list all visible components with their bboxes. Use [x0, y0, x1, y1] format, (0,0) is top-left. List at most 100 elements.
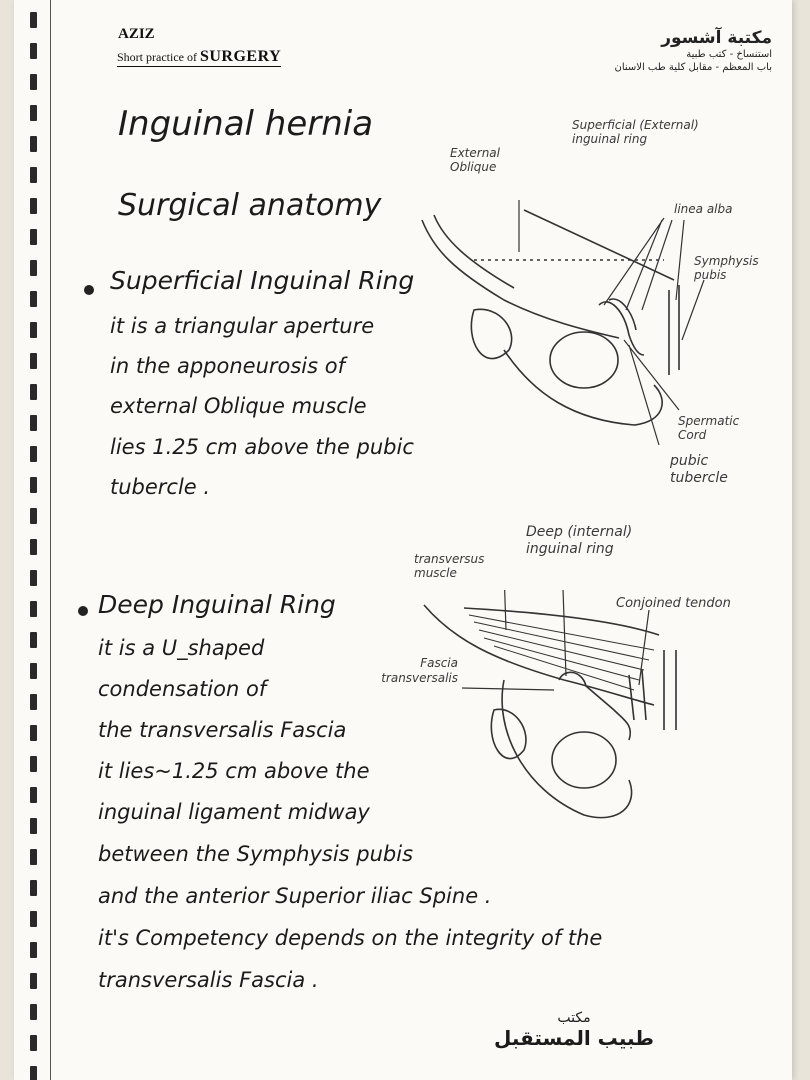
label-spermatic-cord: Spermatic Cord: [678, 414, 739, 442]
inguinal-ligament-outline: [421, 219, 620, 339]
ilium-outline: [470, 308, 513, 360]
binding-hole: [30, 601, 37, 617]
label-text: Spermatic: [678, 414, 740, 428]
binding-hole: [30, 105, 37, 121]
section2-line: inguinal ligament midway: [98, 800, 370, 824]
binding-hole: [30, 415, 37, 431]
binding-hole: [30, 322, 37, 338]
binding-hole: [30, 849, 37, 865]
section1-line: lies 1.25 cm above the pubic: [110, 435, 414, 459]
transversus-fibres: [468, 614, 655, 691]
pelvis-outline: [501, 679, 633, 819]
label-text: Fascia: [420, 656, 458, 670]
binding-hole: [30, 539, 37, 555]
leader-line-fascia: [461, 687, 555, 691]
book-title-prefix: Short practice of: [117, 50, 197, 64]
label-text: transversalis: [381, 671, 458, 685]
binding-hole: [30, 167, 37, 183]
label-text: Superficial (External): [572, 118, 699, 132]
label-text: transversus: [414, 552, 485, 566]
conjoined-tendon-lines: [628, 669, 647, 721]
binding-hole: [30, 942, 37, 958]
binding-hole: [30, 756, 37, 772]
notebook-page: AZIZ Short practice of SURGERY مكتبة آشس…: [14, 0, 792, 1080]
binding-hole: [30, 198, 37, 214]
bookshop-stamp: مكتبة آشسور استنساخ - كتب طبية باب المعظ…: [614, 28, 772, 74]
obturator-foramen: [549, 331, 619, 389]
label-text: tubercle: [670, 470, 728, 486]
binding-hole: [30, 1035, 37, 1051]
binding-hole: [30, 43, 37, 59]
label-text: inguinal ring: [526, 541, 614, 557]
binding-hole: [30, 818, 37, 834]
leader-lines: [603, 217, 673, 311]
label-fascia-transversalis: Fascia transversalis: [348, 656, 458, 686]
binding-hole: [30, 570, 37, 586]
binding-hole: [30, 911, 37, 927]
label-symphysis-pubis: Symphysis pubis: [694, 254, 759, 282]
section1-line: tubercle .: [110, 475, 211, 499]
binding-hole: [30, 353, 37, 369]
label-external-oblique: External Oblique: [450, 146, 500, 174]
page-subtitle: Surgical anatomy: [118, 188, 382, 223]
oblique-edge: [433, 214, 515, 289]
section2-line: it's Competency depends on the integrity…: [98, 926, 603, 950]
bullet-dot: [84, 285, 94, 295]
leader-lines-2: [675, 219, 705, 341]
binding-hole: [30, 694, 37, 710]
aponeurosis-fibre: [523, 209, 675, 281]
spiral-binding: [14, 0, 54, 1080]
label-text: pubic: [670, 453, 709, 469]
rectus-lines: [663, 650, 677, 730]
deep-ring-diagram: [423, 590, 677, 819]
label-deep-ring: Deep (internal) inguinal ring: [526, 524, 632, 558]
stamp-line-2: استنساخ - كتب طبية: [686, 49, 772, 61]
binding-hole: [30, 725, 37, 741]
leader-lines: [504, 590, 650, 686]
page-title: Inguinal hernia: [118, 104, 374, 144]
signature-line-1: مكتب: [557, 1010, 591, 1026]
section2-line: it lies~1.25 cm above the: [98, 759, 370, 783]
label-superficial-ring: Superficial (External) inguinal ring: [572, 118, 699, 146]
section1-line: external Oblique muscle: [110, 394, 367, 418]
binding-hole: [30, 508, 37, 524]
label-text: Deep (internal): [526, 524, 633, 540]
linea-alba-lines: [668, 285, 680, 375]
bullet-dot: [78, 606, 88, 616]
binding-hole: [30, 291, 37, 307]
binding-hole: [30, 229, 37, 245]
ilium-outline: [490, 708, 527, 760]
binding-hole: [30, 446, 37, 462]
obturator-foramen: [551, 731, 617, 789]
label-text: Symphysis: [694, 254, 759, 268]
section2-line: between the Symphysis pubis: [98, 842, 414, 866]
binding-hole: [30, 1004, 37, 1020]
binding-hole: [30, 880, 37, 896]
book-title-bold: SURGERY: [199, 48, 282, 65]
section2-line: condensation of: [98, 677, 267, 701]
binding-hole: [30, 477, 37, 493]
binding-hole: [30, 260, 37, 276]
binding-hole: [30, 384, 37, 400]
binding-hole: [30, 663, 37, 679]
pelvis-outline: [503, 349, 663, 426]
label-text: Oblique: [450, 160, 497, 174]
section2-heading: Deep Inguinal Ring: [98, 590, 336, 619]
label-pubic-tubercle: pubic tubercle: [670, 453, 728, 487]
margin-line: [50, 0, 51, 1080]
stamp-line-3: باب المعظم - مقابل كلية طب الاسنان: [614, 61, 772, 73]
label-text: pubis: [694, 268, 727, 282]
binding-hole: [30, 787, 37, 803]
label-conjoined-tendon: Conjoined tendon: [616, 596, 731, 611]
label-text: inguinal ring: [572, 132, 648, 146]
signature-line-2: طبيب المستقبل: [494, 1026, 654, 1050]
binding-hole: [30, 1066, 37, 1080]
section1-line: it is a triangular aperture: [110, 314, 375, 338]
ring-outline: [608, 298, 637, 331]
label-text: Cord: [678, 428, 707, 442]
book-author: AZIZ: [118, 26, 155, 42]
section1-heading: Superficial Inguinal Ring: [110, 266, 415, 295]
binding-hole: [30, 74, 37, 90]
section2-line: and the anterior Superior iliac Spine .: [98, 884, 492, 908]
binding-hole: [30, 632, 37, 648]
